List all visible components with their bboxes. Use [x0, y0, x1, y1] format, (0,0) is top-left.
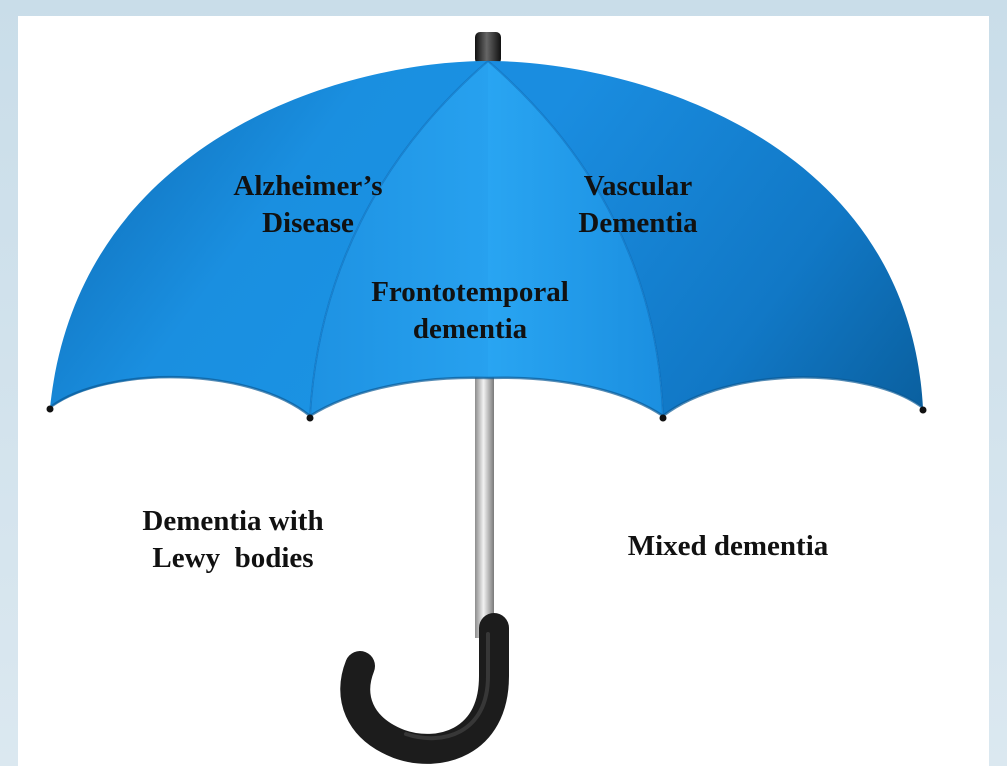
umbrella-handle	[355, 628, 494, 749]
label-vascular-dementia: Vascular Dementia	[553, 168, 723, 242]
rib-tip	[660, 415, 667, 422]
label-frontotemporal-dementia: Frontotemporal dementia	[350, 274, 590, 348]
umbrella-tip	[475, 32, 501, 64]
label-lewy-bodies: Dementia with Lewy bodies	[118, 503, 348, 577]
rib-tip	[307, 415, 314, 422]
label-mixed-dementia: Mixed dementia	[598, 528, 858, 565]
rib-tip	[920, 407, 927, 414]
rib-tip	[47, 406, 54, 413]
label-alzheimers: Alzheimer’s Disease	[208, 168, 408, 242]
umbrella-icon	[18, 16, 989, 766]
umbrella-shaft	[475, 376, 494, 638]
slide: Alzheimer’s Disease Vascular Dementia Fr…	[18, 16, 989, 766]
